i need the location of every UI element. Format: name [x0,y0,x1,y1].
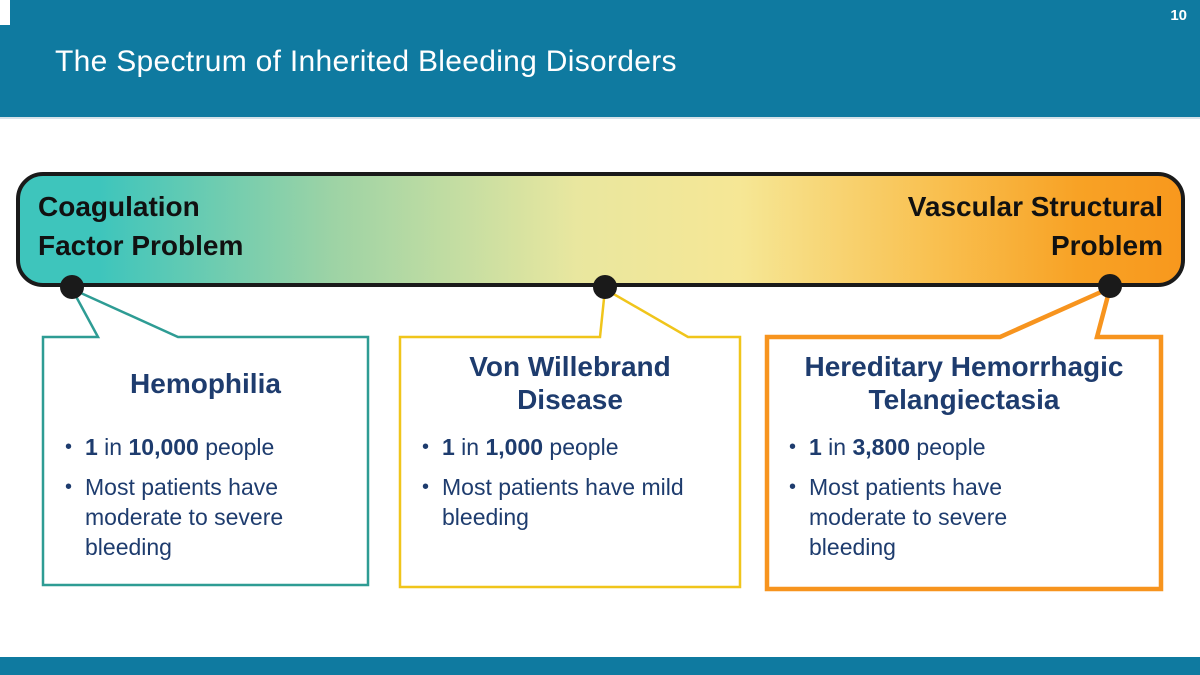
bar-label-line: Factor Problem [38,230,244,261]
footer-bar [0,657,1200,675]
bullet-marker: • [422,476,430,498]
callout-outline-von-willebrand [398,286,742,589]
callout-title-line: Hereditary Hemorrhagic [804,351,1124,382]
callout-title-line: Disease [517,384,623,415]
bar-label-line: Coagulation [38,191,200,222]
page-number: 10 [1170,7,1187,24]
callout-title: Hemophilia [43,350,368,416]
bar-label-vascular: Vascular Structural Problem [908,187,1163,265]
slide-title: The Spectrum of Inherited Bleeding Disor… [55,45,677,78]
callout-bullets: • 1 in 3,800 people • Most patients have mo… [767,432,1161,562]
bullet-text: 1 in 3,800 people [809,434,986,460]
callout-title-line: Telangiectasia [868,384,1060,415]
bullet-item: • Most patients have mild bleeding [422,472,740,532]
corner-notch [0,0,10,25]
callout-outline-hht [764,284,1164,592]
bullet-item: • Most patients have moderate to severe b… [65,472,368,562]
spectrum-dot-middle [593,275,617,299]
bullet-marker: • [422,436,430,458]
bullet-text: Most patients have mild bleeding [442,474,684,530]
bullet-item: • Most patients have moderate to severe b… [789,472,1161,562]
bar-label-line: Vascular Structural [907,191,1163,222]
bullet-text: Most patients have moderate to severe bl… [85,474,284,560]
callout-bullets: • 1 in 10,000 people • Most patients have m… [43,432,368,562]
bar-label-coagulation: Coagulation Factor Problem [38,187,243,265]
bullet-item: • 1 in 10,000 people [65,432,368,462]
header-band: The Spectrum of Inherited Bleeding Disor… [0,0,1200,119]
callout-hemophilia: Hemophilia • 1 in 10,000 people • Most pati… [43,350,368,572]
callout-bullets: • 1 in 1,000 people • Most patients have mi… [400,432,740,532]
bullet-marker: • [65,476,73,498]
spectrum-dot-left [60,275,84,299]
bullet-text: 1 in 1,000 people [442,434,619,460]
bullet-marker: • [789,436,797,458]
bullet-item: • 1 in 3,800 people [789,432,1161,462]
spectrum-dot-right [1098,274,1122,298]
bullet-item: • 1 in 1,000 people [422,432,740,462]
bullet-marker: • [65,436,73,458]
callout-title-line: Hemophilia [130,367,281,399]
bar-label-line: Problem [1050,230,1163,261]
bullet-text: 1 in 10,000 people [85,434,275,460]
callout-outline-hemophilia [41,286,370,587]
bullet-text: Most patients have moderate to severe bl… [809,474,1008,560]
bullet-marker: • [789,476,797,498]
callout-title-line: Von Willebrand [469,351,671,382]
